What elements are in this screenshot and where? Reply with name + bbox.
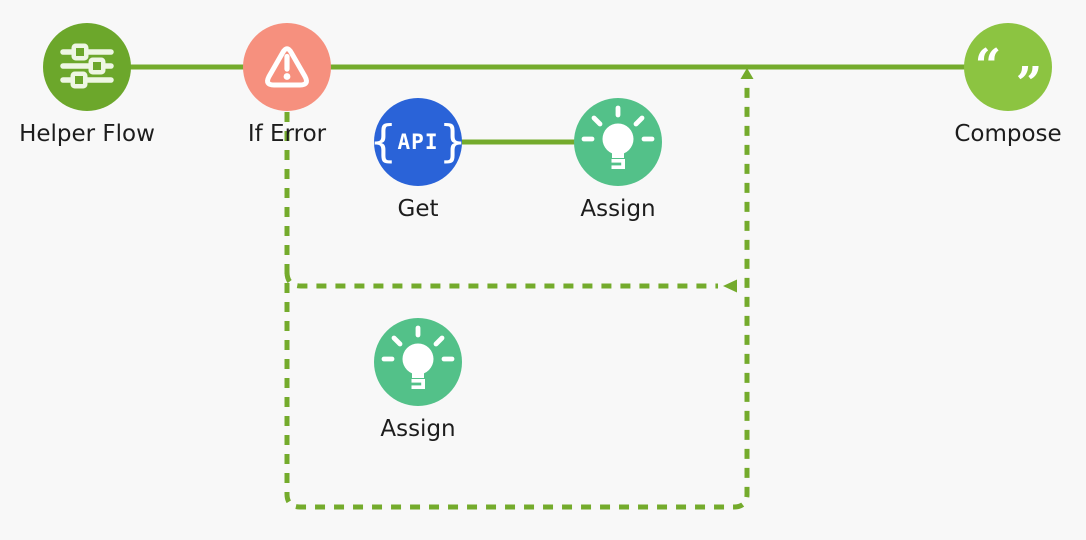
lightbulb-icon: [581, 105, 655, 169]
open-brace-glyph: {: [370, 116, 397, 167]
node-assign-1[interactable]: Assign: [574, 98, 662, 222]
api-braces-icon: { API }: [370, 120, 466, 164]
node-circle[interactable]: [574, 98, 662, 186]
arrow-left-icon: [723, 279, 737, 293]
node-label: Get: [397, 196, 439, 222]
node-label: Helper Flow: [19, 121, 155, 147]
node-label: Assign: [380, 416, 456, 442]
arrow-up-icon: [740, 68, 754, 79]
close-quote-glyph: ”: [1016, 57, 1042, 111]
api-text: API: [397, 130, 439, 154]
sliders-icon: [60, 43, 114, 89]
node-label: Compose: [954, 121, 1062, 147]
node-label: If Error: [247, 121, 327, 147]
open-quote-glyph: “: [975, 39, 1001, 93]
node-circle[interactable]: [374, 318, 462, 406]
node-compose[interactable]: “ ” Compose: [954, 23, 1062, 147]
node-label: Assign: [580, 196, 656, 222]
warning-triangle-icon: [265, 46, 309, 88]
lightbulb-icon: [381, 325, 455, 389]
node-assign-2[interactable]: Assign: [374, 318, 462, 442]
node-circle[interactable]: “ ”: [964, 23, 1052, 111]
node-get[interactable]: { API } Get: [370, 98, 466, 222]
close-brace-glyph: }: [439, 116, 466, 167]
node-circle[interactable]: { API }: [370, 98, 466, 186]
node-if-error[interactable]: If Error: [243, 23, 331, 147]
quotes-icon: “ ”: [975, 39, 1042, 111]
branch-divider-line: [284, 271, 718, 289]
branch-box-outline: [284, 80, 750, 510]
node-helper-flow[interactable]: Helper Flow: [19, 23, 155, 147]
node-circle[interactable]: [43, 23, 131, 111]
node-circle[interactable]: [243, 23, 331, 111]
